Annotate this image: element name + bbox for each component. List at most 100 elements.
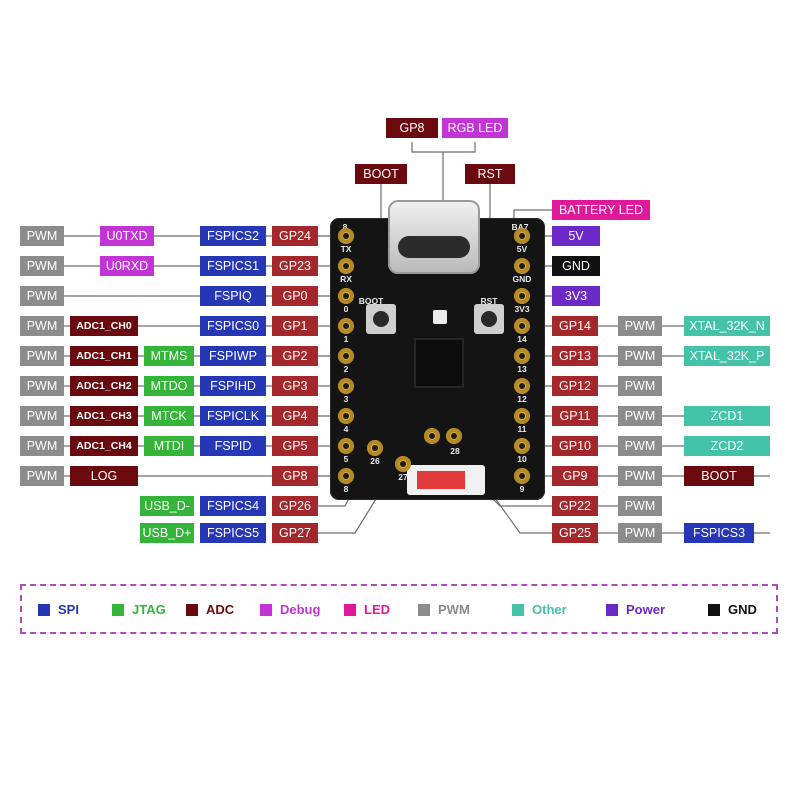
silkscreen-label: 1 [343, 334, 349, 344]
usb-c-port [388, 200, 480, 274]
legend-label: JTAG [132, 602, 166, 617]
silkscreen-label: 26 [370, 456, 380, 466]
label-adc: ADC1_CH4 [70, 436, 138, 456]
label-usb: USB_D- [140, 496, 194, 516]
label-top-gp8: GP8 [386, 118, 438, 138]
silkscreen-label: 12 [517, 394, 527, 404]
label-jtag: MTDO [144, 376, 194, 396]
pin-pad-right [514, 348, 530, 364]
silkscreen-label: 5V [516, 244, 528, 254]
legend-swatch [38, 604, 50, 616]
label-gpio: GP2 [272, 346, 318, 366]
silkscreen-label: GND [512, 274, 532, 284]
legend-label: PWM [438, 602, 470, 617]
label-spi: FSPICS1 [200, 256, 266, 276]
label-adc: ADC1_CH3 [70, 406, 138, 426]
label-pwm: PWM [20, 286, 64, 306]
pin-pad-right [514, 438, 530, 454]
label-right-pin: 3V3 [552, 286, 600, 306]
label-gpio: GP27 [272, 523, 318, 543]
label-pwm: PWM [20, 346, 64, 366]
silkscreen-label: 0 [343, 304, 349, 314]
pin-pad-left [338, 288, 354, 304]
label-pwm: PWM [20, 316, 64, 336]
silkscreen-label: 10 [517, 454, 527, 464]
pin-pad-left [338, 348, 354, 364]
label-gpio: GP0 [272, 286, 318, 306]
rst-button [474, 304, 504, 334]
label-pwm: PWM [20, 436, 64, 456]
wire-top-gp8 [411, 142, 476, 153]
label-usb: USB_D+ [140, 523, 194, 543]
label-right-pin: GND [552, 256, 600, 276]
pin-pad-26 [367, 440, 383, 456]
legend-swatch [418, 604, 430, 616]
pin-pad-left [338, 408, 354, 424]
pin-pad-right [514, 228, 530, 244]
silkscreen-label: 3V3 [514, 304, 530, 314]
label-spi: FSPICS0 [200, 316, 266, 336]
pin-pad-left [338, 378, 354, 394]
legend-label: GND [728, 602, 757, 617]
silkscreen-label: RX [340, 274, 352, 284]
pin-pad-right [514, 258, 530, 274]
label-right-pin: GP11 [552, 406, 598, 426]
legend-label: Debug [280, 602, 321, 617]
legend-label: ADC [206, 602, 235, 617]
pin-pad-left [338, 438, 354, 454]
label-pwm: PWM [618, 496, 662, 516]
label-gpio: GP22 [552, 496, 598, 516]
label-adc: ADC1_CH0 [70, 316, 138, 336]
pin-pad-left [338, 468, 354, 484]
label-gpio: GP5 [272, 436, 318, 456]
silk-rst: RST [480, 296, 498, 306]
jst-connector [407, 465, 485, 495]
rgb-led [433, 310, 447, 324]
legend-label: Other [532, 602, 567, 617]
label-gpio: GP24 [272, 226, 318, 246]
legend-swatch [260, 604, 272, 616]
pin-pad-right [514, 318, 530, 334]
silkscreen-label: 27 [398, 472, 408, 482]
label-extra: ZCD2 [684, 436, 770, 456]
label-uart: U0TXD [100, 226, 154, 246]
silk-top-right: BA7 [511, 222, 529, 232]
pin-pad-right [514, 288, 530, 304]
label-spi: FSPICS2 [200, 226, 266, 246]
silk-boot: BOOT [358, 296, 384, 306]
label-gpio: GP8 [272, 466, 318, 486]
label-adc: ADC1_CH1 [70, 346, 138, 366]
label-right-pin: GP14 [552, 316, 598, 336]
label-spi: FSPICS4 [200, 496, 266, 516]
label-spi: FSPID [200, 436, 266, 456]
pin-pad-left [338, 258, 354, 274]
silkscreen-label: 8 [343, 484, 349, 494]
label-extra: XTAL_32K_N [684, 316, 770, 336]
silkscreen-label: 28 [450, 446, 460, 456]
label-battery-led: BATTERY LED [552, 200, 650, 220]
legend-swatch [112, 604, 124, 616]
silk-top-left: 8 [342, 222, 348, 232]
label-pwm: PWM [618, 346, 662, 366]
label-right-pin: GP12 [552, 376, 598, 396]
silkscreen-label: 11 [517, 424, 527, 434]
pin-pad-28 [424, 428, 440, 444]
label-log: LOG [70, 466, 138, 486]
label-right-pin: GP13 [552, 346, 598, 366]
label-rst-button: RST [465, 164, 515, 184]
label-right-pin: GP10 [552, 436, 598, 456]
legend-swatch [606, 604, 618, 616]
silkscreen-label: 2 [343, 364, 349, 374]
label-gpio: GP23 [272, 256, 318, 276]
silkscreen-label: 14 [517, 334, 527, 344]
label-right-pin: GP9 [552, 466, 598, 486]
legend-label: SPI [58, 602, 79, 617]
label-extra: XTAL_32K_P [684, 346, 770, 366]
pin-pad-left [338, 318, 354, 334]
label-pwm: PWM [618, 406, 662, 426]
label-pwm: PWM [20, 466, 64, 486]
silkscreen-label: TX [340, 244, 352, 254]
label-jtag: MTCK [144, 406, 194, 426]
legend-swatch [512, 604, 524, 616]
